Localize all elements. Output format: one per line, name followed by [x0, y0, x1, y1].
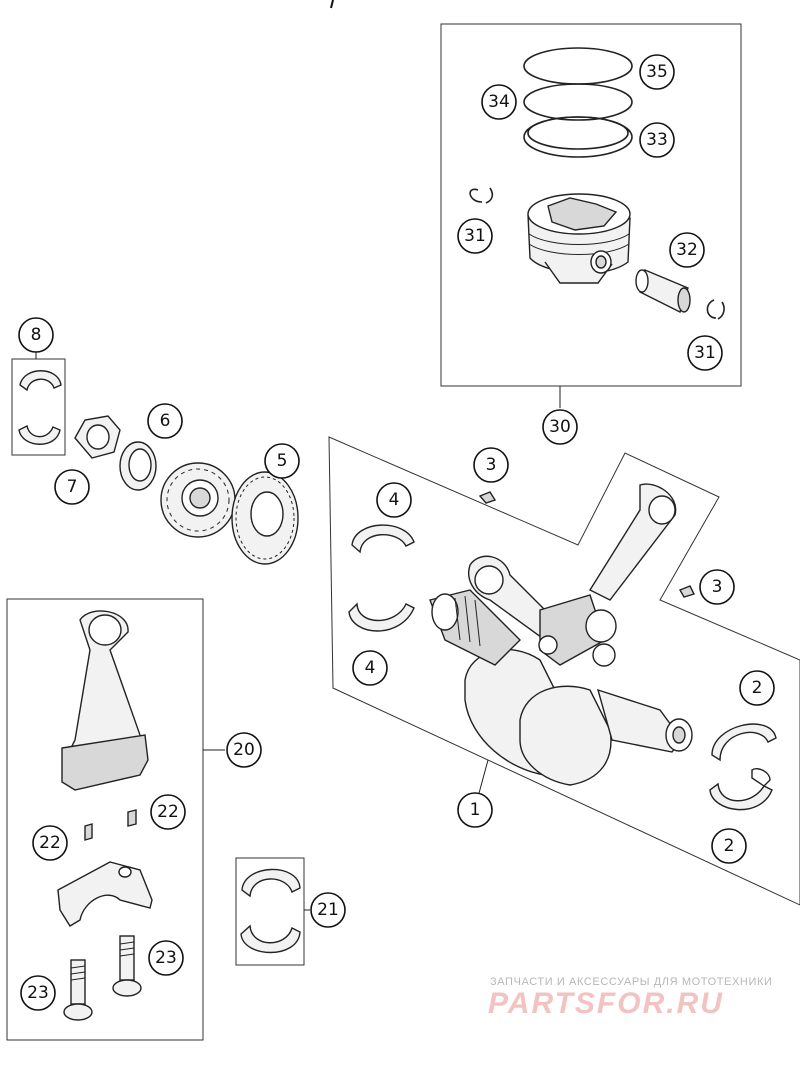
bearing-shell-8a: [19, 370, 62, 392]
callout-7-label: 7: [67, 477, 78, 497]
callout-23b-label: 23: [155, 948, 177, 968]
callout-1: 1: [457, 792, 493, 828]
conrod-group-frame: [6, 598, 204, 1041]
watermark-tagline: ЗАПЧАСТИ И АКСЕССУАРЫ ДЛЯ МОТОТЕХНИКИ: [490, 976, 772, 988]
watermark-brand: PARTSFOR.RU: [488, 987, 724, 1020]
callout-30: 30: [542, 409, 578, 445]
callout-5: 5: [264, 443, 300, 479]
callout-22b: 22: [32, 825, 68, 861]
callout-1-label: 1: [470, 800, 481, 820]
callout-35: 35: [639, 54, 675, 90]
conrod-bolt-23a: [63, 959, 93, 1021]
callout-31b-label: 31: [694, 343, 716, 363]
pin-22a: [127, 809, 137, 827]
conrod-bolt-23b: [112, 935, 142, 997]
callout-2b-label: 2: [724, 836, 735, 856]
main-bearing-shell-2a: [711, 723, 777, 762]
connecting-rod: [61, 610, 149, 791]
circlip-31a: [469, 187, 494, 204]
bearing-shell-21a: [241, 868, 301, 898]
callout-4b: 4: [352, 650, 388, 686]
crankshaft-group-frame: [328, 436, 800, 906]
crankshaft-assembly: [429, 483, 693, 786]
bearing-shell-4a: [351, 524, 415, 554]
piston-ring-33-inner: [527, 116, 629, 150]
callout-8: 8: [18, 317, 54, 353]
callout-34: 34: [481, 84, 517, 120]
circlip-31b: [706, 299, 725, 320]
bearing-shell-21b: [240, 924, 301, 954]
callout-21-label: 21: [317, 900, 339, 920]
conrod-cap: [57, 861, 153, 927]
callout-3a: 3: [473, 447, 509, 483]
callout-3b-label: 3: [712, 577, 723, 597]
main-bearing-shell-2b: [709, 782, 773, 811]
callout-4a-label: 4: [389, 490, 400, 510]
callout-3a-label: 3: [486, 455, 497, 475]
gear-5: [231, 471, 299, 565]
bearing-shell-4b: [348, 602, 415, 632]
callout-2a-label: 2: [752, 678, 763, 698]
callout-4a: 4: [376, 482, 412, 518]
callout-22a-label: 22: [157, 802, 179, 822]
callout-30-label: 30: [549, 417, 571, 437]
callout-2b: 2: [711, 828, 747, 864]
piston-ring-35: [523, 47, 633, 85]
callout-20-label: 20: [233, 740, 255, 760]
callout-5-label: 5: [277, 451, 288, 471]
callout-35-label: 35: [646, 62, 668, 82]
callout-4b-label: 4: [365, 658, 376, 678]
callout-6-label: 6: [160, 411, 171, 431]
callout-3b: 3: [699, 569, 735, 605]
callout-21: 21: [310, 892, 346, 928]
callout-20: 20: [226, 732, 262, 768]
callout-7: 7: [54, 469, 90, 505]
bearing-21-frame: [235, 857, 305, 966]
nut-7: [74, 415, 121, 459]
callout-8-label: 8: [31, 325, 42, 345]
top-edge-mark: [330, 0, 334, 9]
washer-6: [119, 441, 157, 491]
callout-33: 33: [639, 122, 675, 158]
piston-pin-32: [635, 269, 691, 313]
callout-23a-label: 23: [27, 983, 49, 1003]
callout-22b-label: 22: [39, 833, 61, 853]
callout-34-label: 34: [488, 92, 510, 112]
piston-group-frame: [440, 23, 742, 387]
callout-6: 6: [147, 403, 183, 439]
pin-22b: [84, 823, 93, 841]
callout-31a-label: 31: [464, 226, 486, 246]
dowel-pin-3b: [678, 585, 695, 598]
callout-23b: 23: [148, 940, 184, 976]
bearing-8-frame: [11, 358, 66, 456]
callout-22a: 22: [150, 794, 186, 830]
bearing-shell-8b: [18, 424, 61, 445]
callout-32-label: 32: [676, 240, 698, 260]
sprocket-gear: [160, 462, 236, 538]
callout-32: 32: [669, 232, 705, 268]
callout-2a: 2: [739, 670, 775, 706]
callout-31b: 31: [687, 335, 723, 371]
dowel-pin-3a: [478, 491, 497, 504]
callout-23a: 23: [20, 975, 56, 1011]
piston: [527, 193, 631, 284]
callout-31a: 31: [457, 218, 493, 254]
piston-ring-34: [523, 83, 633, 121]
callout-33-label: 33: [646, 130, 668, 150]
main-bearing-shell-2b-edge: [751, 768, 771, 787]
